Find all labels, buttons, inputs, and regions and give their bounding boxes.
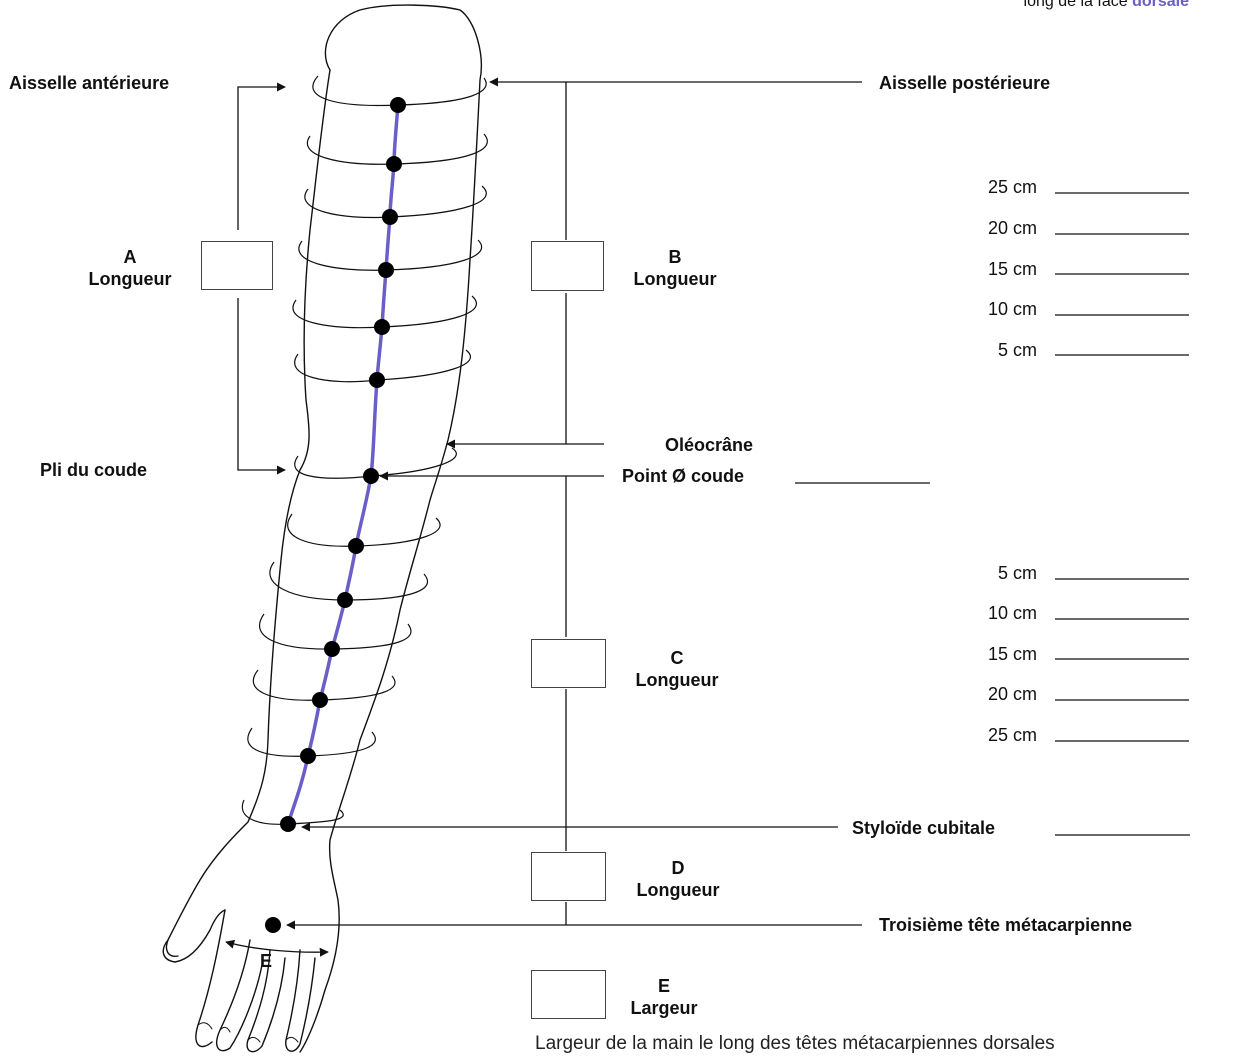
lower-measure-5: 5 cm (967, 562, 1037, 584)
upper-measure-25: 25 cm (967, 176, 1037, 198)
point-lower-1 (348, 538, 364, 554)
lower-measure-25: 25 cm (967, 724, 1037, 746)
point-metacarpal (265, 917, 281, 933)
segment-e-letter: E (604, 975, 724, 997)
segment-a-letter: A (70, 246, 190, 268)
point-lower-3 (324, 641, 340, 657)
segment-a-input-box[interactable] (201, 241, 273, 290)
point-styloid (280, 816, 296, 832)
label-troisieme-tete: Troisième tête métacarpienne (879, 914, 1132, 936)
point-elbow (363, 468, 379, 484)
measurement-points (265, 97, 406, 933)
ring-6 (288, 514, 440, 546)
point-lower-4 (312, 692, 328, 708)
segment-b-input-box[interactable] (531, 241, 604, 291)
dorsal-line (288, 105, 398, 824)
point-axilla (390, 97, 406, 113)
circumference-rings (242, 76, 487, 824)
segment-d-word: Longueur (618, 879, 738, 901)
label-point-coude: Point Ø coude (622, 465, 744, 487)
point-upper-1 (386, 156, 402, 172)
header-emphasis: dorsale (1132, 0, 1189, 10)
lower-measure-15: 15 cm (967, 643, 1037, 665)
label-pli-du-coude: Pli du coude (40, 459, 147, 481)
segment-a-label: A Longueur (70, 246, 190, 290)
footnote: Largeur de la main le long des têtes mét… (535, 1032, 1055, 1056)
segment-d-label: D Longueur (618, 857, 738, 901)
segment-c-letter: C (617, 647, 737, 669)
segment-e-input-box[interactable] (531, 970, 606, 1019)
segment-d-letter: D (618, 857, 738, 879)
segment-d-input-box[interactable] (531, 852, 606, 901)
segment-b-letter: B (615, 246, 735, 268)
label-oleocrane: Oléocrâne (665, 434, 753, 456)
label-aisselle-anterieure: Aisselle antérieure (9, 72, 169, 94)
segment-b-word: Longueur (615, 268, 735, 290)
point-lower-5 (300, 748, 316, 764)
point-upper-2 (382, 209, 398, 225)
upper-measure-20: 20 cm (967, 217, 1037, 239)
segment-c-label: C Longueur (617, 647, 737, 691)
label-aisselle-posterieure: Aisselle postérieure (879, 72, 1050, 94)
point-upper-3 (378, 262, 394, 278)
point-upper-5 (369, 372, 385, 388)
upper-measure-15: 15 cm (967, 258, 1037, 280)
hand-width-label: E (260, 950, 272, 972)
segment-a-word: Longueur (70, 268, 190, 290)
header-prefix: long de la face (1024, 0, 1128, 10)
point-upper-4 (374, 319, 390, 335)
upper-measure-10: 10 cm (967, 298, 1037, 320)
lower-measure-10: 10 cm (967, 602, 1037, 624)
lower-measure-20: 20 cm (967, 683, 1037, 705)
point-lower-2 (337, 592, 353, 608)
upper-measure-5: 5 cm (967, 339, 1037, 361)
segment-e-word: Largeur (604, 997, 724, 1019)
segment-e-label: E Largeur (604, 975, 724, 1019)
segment-b-label: B Longueur (615, 246, 735, 290)
header-text: long de la face dorsale (1024, 0, 1189, 12)
label-styloide: Styloïde cubitale (852, 817, 995, 839)
segment-c-input-box[interactable] (531, 639, 606, 688)
segment-c-word: Longueur (617, 669, 737, 691)
